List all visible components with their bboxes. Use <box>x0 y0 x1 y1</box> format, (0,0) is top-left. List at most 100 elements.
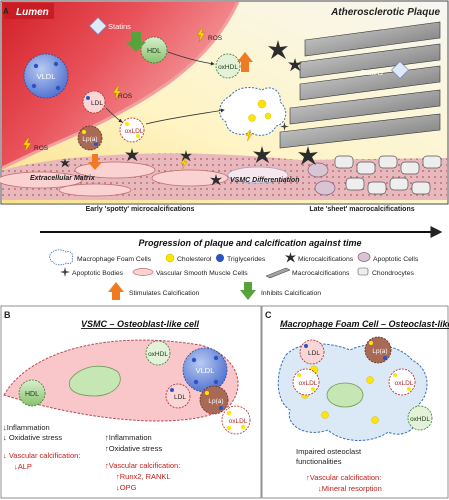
panel-b-right-red-line-3: ↓OPG <box>116 483 137 492</box>
lumen-boundary <box>1 1 240 170</box>
hdl-particle <box>140 36 168 64</box>
panel-c: C Macrophage Foam Cell – Osteoclast-like… <box>261 305 449 499</box>
statins-label-1: Statins <box>108 22 131 31</box>
panel-b-hdl-label: HDL <box>25 391 39 398</box>
chondrocyte <box>389 177 409 191</box>
panel-a-letter: A <box>3 7 9 16</box>
triglyceride <box>55 85 61 91</box>
panel-c-title: Macrophage Foam Cell – Osteoclast-like c… <box>280 319 449 329</box>
vsmc-differentiating-cell <box>227 166 289 184</box>
cholesterol-droplet <box>226 425 232 431</box>
chondrocyte <box>334 155 354 169</box>
panel-c-impaired-line-1: Impaired osteoclast <box>296 447 362 456</box>
vsmc-layer <box>0 161 289 197</box>
cholesterol-droplet <box>82 130 86 134</box>
early-label: Early 'spotty' microcalcifications <box>86 206 195 213</box>
legend: Macrophage Foam Cells Cholesterol Trigly… <box>49 249 419 300</box>
uptake-arrow <box>145 108 225 125</box>
vsmc-cell <box>58 183 132 197</box>
panel-b-left-red-line-2: ↓ALP <box>14 462 32 471</box>
cholesterol-droplet <box>407 387 411 391</box>
panel-b-right-line-2: ↑Oxidative stress <box>105 444 162 453</box>
legend-apoptotic-bodies-label: Apoptotic Bodies <box>72 270 124 277</box>
ldl-label: LDL <box>91 100 103 107</box>
cholesterol-droplet <box>125 122 129 126</box>
legend-apoptotic-cells-label: Apoptotic Cells <box>373 256 419 263</box>
chondrocyte <box>345 177 365 191</box>
cholesterol-droplet <box>311 387 315 391</box>
legend-macrophage-label: Macrophage Foam Cells <box>77 256 152 263</box>
legend-chondrocyte-icon <box>357 267 369 276</box>
oxldl-label: oxLDL <box>125 128 144 135</box>
legend-vsmc-icon <box>132 268 154 276</box>
legend-triglyceride-icon <box>216 254 224 262</box>
chondrocyte <box>367 181 387 195</box>
chondrocyte-cluster <box>307 155 442 196</box>
legend-stimulate-arrow-icon <box>108 282 124 300</box>
panel-a: Statins Statins VLDL HDL oxHDL ROS LDL R… <box>0 0 449 213</box>
triglyceride <box>170 388 174 392</box>
triglyceride <box>31 83 37 89</box>
cholesterol-droplet <box>205 391 209 395</box>
legend-stimulates-label: Stimulates Calcification <box>129 290 199 297</box>
legend-inhibit-arrow-icon <box>240 282 256 300</box>
triglyceride <box>304 344 308 348</box>
legend-macrocalc-icon <box>265 267 291 279</box>
hdl-label: HDL <box>147 48 161 55</box>
panel-b-letter: B <box>4 310 11 320</box>
panel-b-left-line-2: ↓ Oxidative stress <box>3 433 62 442</box>
oxhdl-label: oxHDL <box>218 64 238 71</box>
cholesterol-droplet <box>393 373 397 377</box>
panel-b-left-red-line-1: ↓ Vascular calcification: <box>3 451 80 460</box>
stimulate-arrow-icon <box>88 154 102 170</box>
legend-apoptotic-cell-icon <box>357 252 371 262</box>
legend-vsmc-label: Vascular Smooth Muscle Cells <box>156 270 248 277</box>
lumen-region <box>2 2 238 168</box>
legend-microcalc-label: Microcalcifications <box>298 256 354 263</box>
inhibit-arrow-icon <box>126 32 146 52</box>
panel-b-right-line-1: ↑Inflammation <box>105 433 152 442</box>
triglyceride <box>219 406 223 410</box>
lumen-title: Lumen <box>16 7 49 18</box>
oxidation-arrow <box>167 51 215 66</box>
triglyceride <box>191 357 197 363</box>
panel-c-red-line-2: ↓Mineral resorption <box>318 484 382 493</box>
legend-inhibits-label: Inhibits Calcification <box>261 290 321 297</box>
panel-b-left-line-1: ↓Inflammation <box>3 423 50 432</box>
legend-triglycerides-label: Triglycerides <box>227 256 266 263</box>
triglyceride <box>33 63 39 69</box>
panel-b-right-red-line-2: ↑Runx2, RANKL <box>116 472 171 481</box>
apoptotic-cell <box>307 162 329 178</box>
vsmc-differentiation-label: VSMC Differentiation <box>230 177 300 184</box>
lpa-label: Lp(a) <box>82 136 97 143</box>
oxhdl-particle <box>215 53 241 79</box>
late-label: Late 'sheet' macrocalcifications <box>309 206 414 213</box>
panel-c-red-line-1: ↑Vascular calcification: <box>306 473 381 482</box>
statins-label-2: Statins <box>360 68 383 77</box>
panel-c-impaired-line-2: functionalities <box>296 457 342 466</box>
cholesterol-droplet <box>321 411 329 419</box>
legend-chondrocytes-label: Chondrocytes <box>372 270 415 277</box>
oxidation-arrow <box>105 107 123 123</box>
cholesterol-droplet <box>369 341 373 345</box>
macrocalcification <box>299 43 441 79</box>
ros-label-2: ROS <box>118 93 133 100</box>
vldl-label: VLDL <box>37 72 56 81</box>
chondrocyte <box>422 155 442 169</box>
panel-c-oxhdl-label: oxHDL <box>410 416 430 423</box>
chondrocyte <box>378 155 398 169</box>
macrocalcifications-group <box>279 21 441 149</box>
legend-apoptotic-body-icon <box>60 267 70 277</box>
plaque-title: Atherosclerotic Plaque <box>330 7 440 18</box>
triglyceride <box>53 61 59 67</box>
triglyceride <box>94 142 98 146</box>
panel-b-lpa-label: Lp(a) <box>208 398 223 405</box>
macrocalcification <box>279 113 441 149</box>
statin-molecule-icon <box>89 17 107 35</box>
panel-b-right-red-line-1: ↑Vascular calcification: <box>105 461 180 470</box>
panel-b-oxhdl-label: oxHDL <box>148 351 168 358</box>
progression-label: Progression of plaque and calcification … <box>138 238 361 248</box>
macrocalcification <box>289 89 441 125</box>
legend-cholesterol-label: Cholesterol <box>177 256 212 263</box>
panel-b-vldl-label: VLDL <box>196 366 215 375</box>
